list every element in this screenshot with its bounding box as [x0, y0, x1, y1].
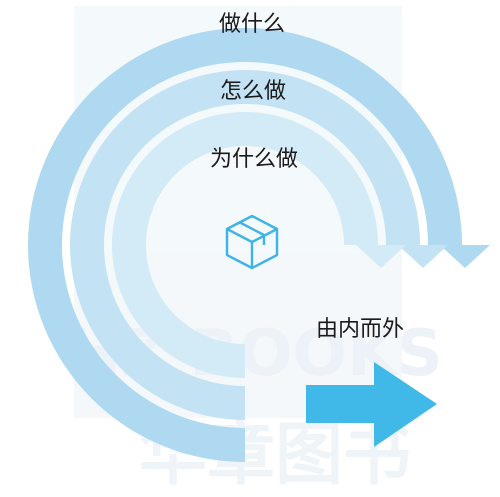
- ring-label-what: 做什么: [219, 12, 285, 37]
- box-icon: [225, 214, 279, 270]
- ring-label-how: 怎么做: [220, 79, 286, 104]
- right-arrow-icon: [306, 362, 437, 447]
- side-label-inside-out: 由内而外: [316, 317, 404, 342]
- ring-label-why: 为什么做: [210, 147, 298, 172]
- inner-ring: 为什么做: [112, 112, 406, 378]
- middle-ring: 怎么做: [70, 70, 448, 420]
- inner-ring-arrow: [112, 112, 406, 378]
- outer-ring: 做什么: [28, 12, 490, 462]
